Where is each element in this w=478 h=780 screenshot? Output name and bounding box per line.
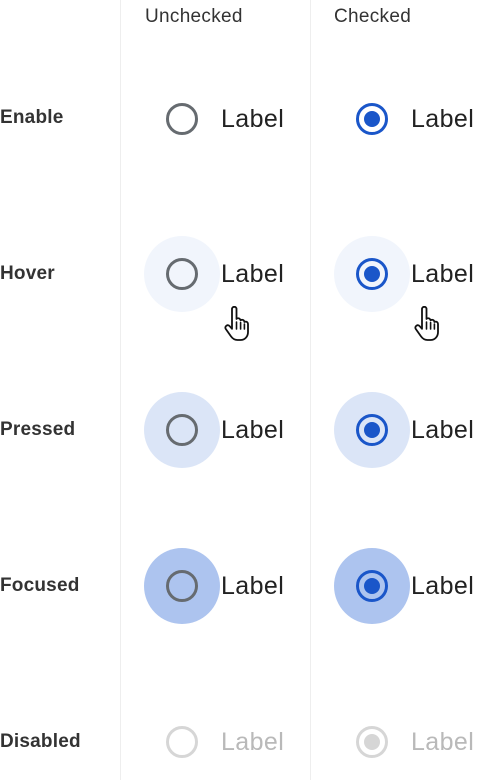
row-label-hover: Hover <box>0 263 55 284</box>
radio-hover-unchecked[interactable]: Label <box>144 236 314 312</box>
radio-focused-unchecked[interactable]: Label <box>144 548 314 624</box>
radio-label: Label <box>411 260 475 288</box>
radio-dot <box>364 422 380 438</box>
column-header-unchecked: Unchecked <box>145 6 243 27</box>
row-label-pressed: Pressed <box>0 419 76 440</box>
radio-label: Label <box>221 572 285 600</box>
radio-label: Label <box>221 105 285 133</box>
radio-ring <box>166 103 198 135</box>
radio-pressed-unchecked[interactable]: Label <box>144 392 314 468</box>
radio-dot <box>364 111 380 127</box>
column-divider-right <box>310 0 311 780</box>
radio-ring <box>356 258 388 290</box>
radio-disabled-checked: Label <box>334 704 478 780</box>
radio-enable-checked[interactable]: Label <box>334 81 478 157</box>
radio-ring <box>166 726 198 758</box>
radio-ring <box>356 726 388 758</box>
hand-pointer-cursor-icon <box>224 306 249 341</box>
radio-ring <box>166 258 198 290</box>
row-label-enable: Enable <box>0 107 64 128</box>
radio-dot <box>364 578 380 594</box>
hand-pointer-cursor-icon <box>414 306 439 341</box>
radio-focused-checked[interactable]: Label <box>334 548 478 624</box>
radio-label: Label <box>221 260 285 288</box>
radio-enable-unchecked[interactable]: Label <box>144 81 314 157</box>
radio-ring <box>356 103 388 135</box>
radio-label: Label <box>221 728 285 756</box>
radio-pressed-checked[interactable]: Label <box>334 392 478 468</box>
column-header-checked: Checked <box>334 6 412 27</box>
radio-label: Label <box>411 416 475 444</box>
radio-label: Label <box>411 572 475 600</box>
radio-label: Label <box>221 416 285 444</box>
radio-hover-checked[interactable]: Label <box>334 236 478 312</box>
radio-disabled-unchecked: Label <box>144 704 314 780</box>
radio-ring <box>356 570 388 602</box>
radio-ring <box>166 414 198 446</box>
radio-dot <box>364 266 380 282</box>
radio-ring <box>356 414 388 446</box>
radio-label: Label <box>411 728 475 756</box>
column-divider-left <box>120 0 121 780</box>
row-label-focused: Focused <box>0 575 80 596</box>
radio-label: Label <box>411 105 475 133</box>
radio-ring <box>166 570 198 602</box>
radio-dot <box>364 734 380 750</box>
row-label-disabled: Disabled <box>0 731 81 752</box>
